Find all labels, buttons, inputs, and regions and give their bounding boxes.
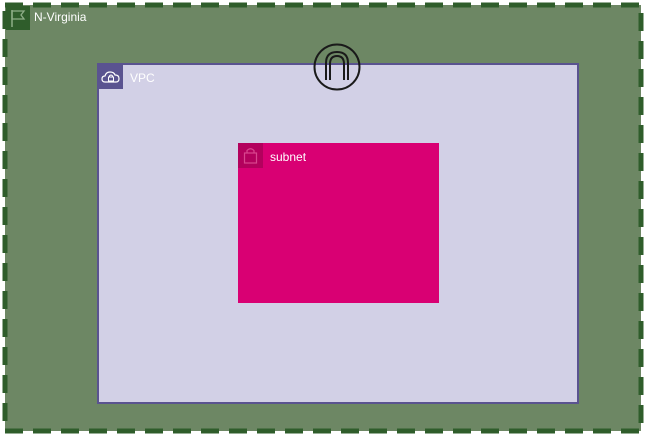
subnet-group[interactable]: subnet: [238, 143, 439, 303]
cloud-lock-icon: [99, 65, 123, 89]
internet-gateway-icon[interactable]: [313, 43, 361, 91]
lock-icon: [238, 143, 263, 168]
flag-icon: [6, 6, 30, 30]
region-label: N-Virginia: [34, 10, 87, 24]
vpc-label: VPC: [130, 71, 155, 85]
subnet-label: subnet: [270, 150, 307, 164]
